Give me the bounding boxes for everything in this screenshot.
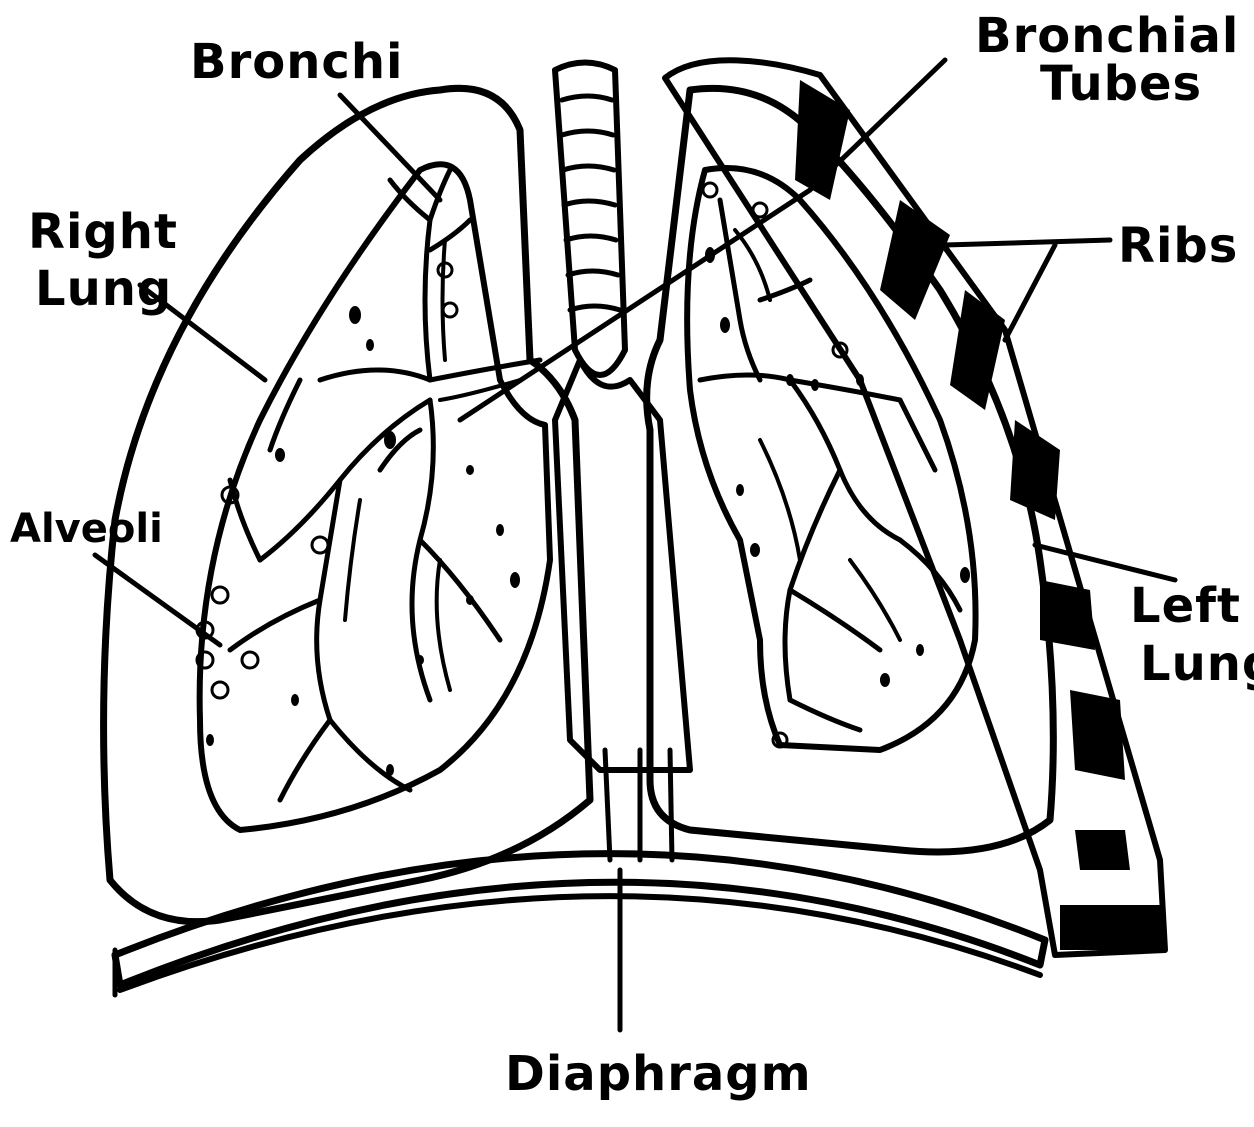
left-alveoli-clusters <box>703 183 847 747</box>
mediastinum-lines <box>605 750 672 860</box>
leader-alveoli <box>95 555 220 645</box>
label-left-lung-line1: Left <box>1130 578 1241 634</box>
label-right-lung-line2: Lung <box>35 261 172 317</box>
trachea <box>555 63 625 376</box>
label-right-lung-line1: Right <box>28 204 178 260</box>
label-bronchi: Bronchi <box>190 34 403 90</box>
label-bronchial-tubes-line2: Tubes <box>1040 56 1202 112</box>
right-lung-inner <box>200 164 550 830</box>
label-ribs: Ribs <box>1118 218 1238 274</box>
ribs <box>665 60 1165 955</box>
leader-ribs-1 <box>945 240 1110 245</box>
right-bronchi-tree <box>230 170 540 800</box>
left-bronchi-tree-inner <box>735 230 900 640</box>
label-left-lung-line2: Lung <box>1140 636 1254 692</box>
leader-ribs-2 <box>1005 245 1055 340</box>
rib-bands <box>795 80 1165 950</box>
label-alveoli: Alveoli <box>10 506 163 552</box>
leader-bronchi <box>340 95 440 200</box>
diaphragm <box>115 854 1045 995</box>
leader-left-lung <box>1035 545 1175 580</box>
label-diaphragm: Diaphragm <box>505 1046 812 1102</box>
